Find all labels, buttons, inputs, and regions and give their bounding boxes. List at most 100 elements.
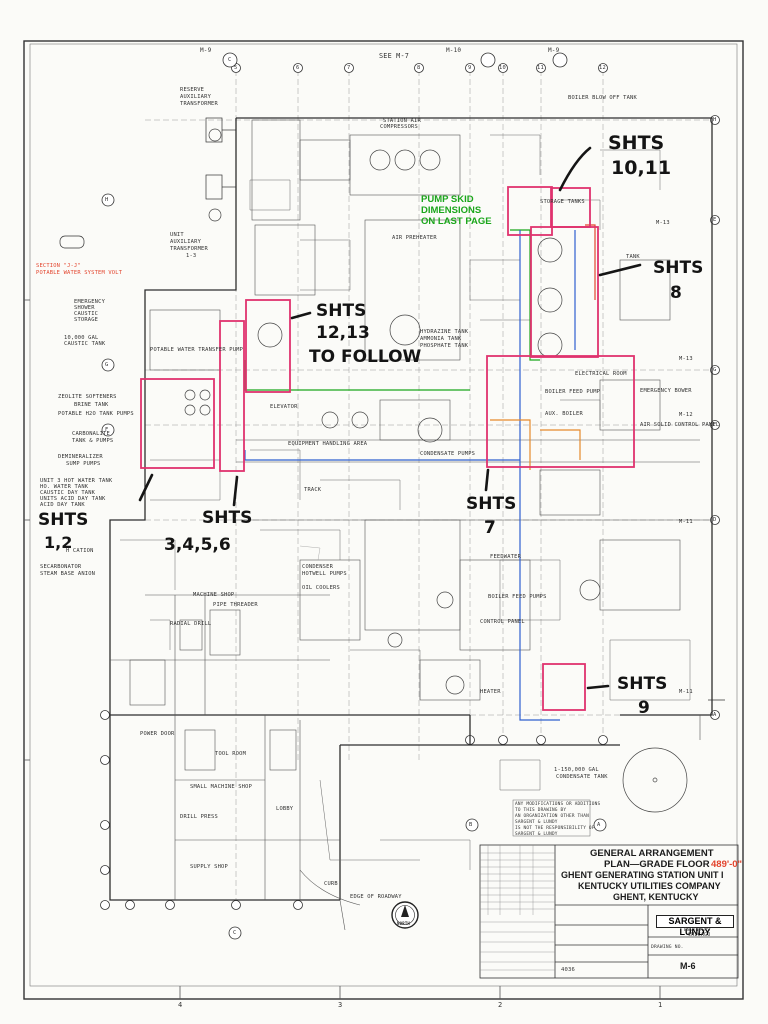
shts-8-label: 8 (670, 283, 682, 303)
section-label: SECTION "J-J" (36, 263, 81, 269)
plan-label: HEATER (480, 689, 501, 695)
title-line-3: GHENT GENERATING STATION UNIT I (561, 870, 724, 880)
left-label: DEMINERALIZER (58, 454, 103, 460)
left-label: CAUSTIC TANK (64, 341, 106, 347)
left-label: STORAGE (74, 317, 99, 323)
plan-label: BOILER FEED PUMPS (488, 594, 547, 600)
north-label: NORTH (397, 921, 411, 926)
plan-label: SUPPLY SHOP (190, 864, 228, 870)
aux-transformer-label: 1-3 (186, 253, 197, 259)
pump-skid-note: DIMENSIONS (421, 205, 482, 216)
section-mark: C (233, 930, 237, 936)
reserve-transformer-label: AUXILIARY (180, 94, 212, 100)
firm-logo: SARGENT & LUNDY (656, 915, 734, 937)
left-label: SHOWER (74, 305, 95, 311)
section-mark: G (105, 362, 109, 368)
column-label: 10 (499, 65, 506, 71)
ref-top-1: M-9 (200, 47, 212, 54)
column-label: 8 (417, 65, 421, 71)
plan-label: FEEDWATER (490, 554, 522, 560)
title-elevation: 489'-0" (711, 859, 743, 870)
left-label: ZEOLITE SOFTENERS (58, 394, 117, 400)
shts-9-label: SHTS (617, 674, 668, 694)
pump-skid-note: PUMP SKID (421, 194, 474, 205)
aux-transformer-label: AUXILIARY (170, 239, 202, 245)
section-mark: A (597, 822, 601, 828)
plan-label: OIL COOLERS (302, 585, 340, 591)
plan-label: EDGE OF ROADWAY (350, 894, 402, 900)
plan-label: LOBBY (276, 806, 294, 812)
left-label: UNIT 3 HOT WATER TANK (40, 478, 113, 484)
disclaimer-line: SARGENT & LUNDY (515, 820, 558, 825)
shts-12-13-label: SHTS (316, 301, 367, 321)
frame-zone: 4 (178, 1001, 183, 1009)
drawing-number: M-6 (680, 961, 696, 971)
row-label: E (713, 217, 717, 223)
left-label: BRINE TANK (74, 402, 109, 408)
shts-3-6-label: SHTS (202, 508, 253, 528)
plan-label: HYDRAZINE TANK (420, 329, 469, 335)
left-label: POTABLE H2O TANK PUMPS (58, 411, 134, 417)
job-number: 4036 (561, 967, 576, 973)
row-label: G (713, 367, 717, 373)
ref-top-3: M-9 (548, 47, 560, 54)
aux-transformer-label: TRANSFORMER (170, 246, 208, 252)
section-mark: C (228, 57, 232, 63)
aux-transformer-label: UNIT (170, 232, 184, 238)
left-label: SECARBONATOR (40, 564, 82, 570)
left-label: HO. WATER TANK (40, 484, 89, 490)
plan-label: CONDENSATE PUMPS (420, 451, 476, 457)
firm-sub: ENGINEERS (684, 928, 711, 933)
reserve-transformer-label: TRANSFORMER (180, 101, 218, 107)
title-line-2: PLAN—GRADE FLOOR (604, 859, 710, 870)
plan-label: POTABLE WATER TRANSFER PUMP (150, 347, 244, 353)
shts-10-11-label: SHTS (608, 132, 665, 154)
shts-1-2-label: SHTS (38, 510, 89, 530)
plan-label: 1-150,000 GAL (554, 767, 599, 773)
column-label: 9 (468, 65, 472, 71)
disclaimer-line: ANY MODIFICATIONS OR ADDITIONS (515, 802, 601, 807)
plan-label: ELECTRICAL ROOM (575, 371, 627, 377)
section-mark: F (105, 427, 109, 433)
plan-label: EQUIPMENT HANDLING AREA (288, 441, 368, 447)
column-label: 12 (599, 65, 606, 71)
plan-label: RADIAL DRILL (170, 621, 212, 627)
plan-label: STORAGE TANKS (540, 199, 585, 205)
column-label: 7 (347, 65, 351, 71)
plan-label: CONTROL PANEL (480, 619, 525, 625)
ref-right: M-11 (679, 519, 693, 525)
left-label: TANK & PUMPS (72, 438, 114, 444)
shts-7-label: SHTS (466, 494, 517, 514)
plan-label: DRILL PRESS (180, 814, 218, 820)
pump-skid-note: ON LAST PAGE (421, 216, 492, 227)
shts-9-label: 9 (638, 698, 650, 718)
plan-label: AIR PREHEATER (392, 235, 437, 241)
plan-label: TANK (626, 254, 640, 260)
plan-label: BOILER BLOW OFF TANK (568, 95, 637, 101)
plan-label: CONDENSATE TANK (556, 774, 608, 780)
row-label: F (713, 422, 717, 428)
shts-10-11-label: 10,11 (611, 157, 672, 179)
left-label: UNITS ACID DAY TANK (40, 496, 106, 502)
plan-label: AMMONIA TANK (420, 336, 462, 342)
plan-label: HOTWELL PUMPS (302, 571, 347, 577)
plan-label: TRACK (304, 487, 322, 493)
left-label: ACID DAY TANK (40, 502, 85, 508)
frame-zone: 1 (658, 1001, 663, 1009)
shts-1-2-label: 1,2 (44, 533, 73, 552)
shts-12-13-label: TO FOLLOW (309, 347, 422, 367)
plan-label: COMPRESSORS (380, 124, 418, 130)
left-label: 10,000 GAL (64, 335, 99, 341)
column-label: 11 (537, 65, 544, 71)
disclaimer-line: IS NOT THE RESPONSIBILITY OF (515, 826, 595, 831)
shts-8-label: SHTS (653, 258, 704, 278)
left-label: STEAM BASE ANION (40, 571, 96, 577)
left-label: SUMP PUMPS (66, 461, 101, 467)
left-label: H CATION (66, 548, 94, 554)
disclaimer-line: TO THIS DRAWING BY (515, 808, 567, 813)
plan-label: CURB (324, 881, 338, 887)
shts-12-13-label: 12,13 (316, 323, 370, 343)
title-line-5: GHENT, KENTUCKY (613, 892, 699, 902)
